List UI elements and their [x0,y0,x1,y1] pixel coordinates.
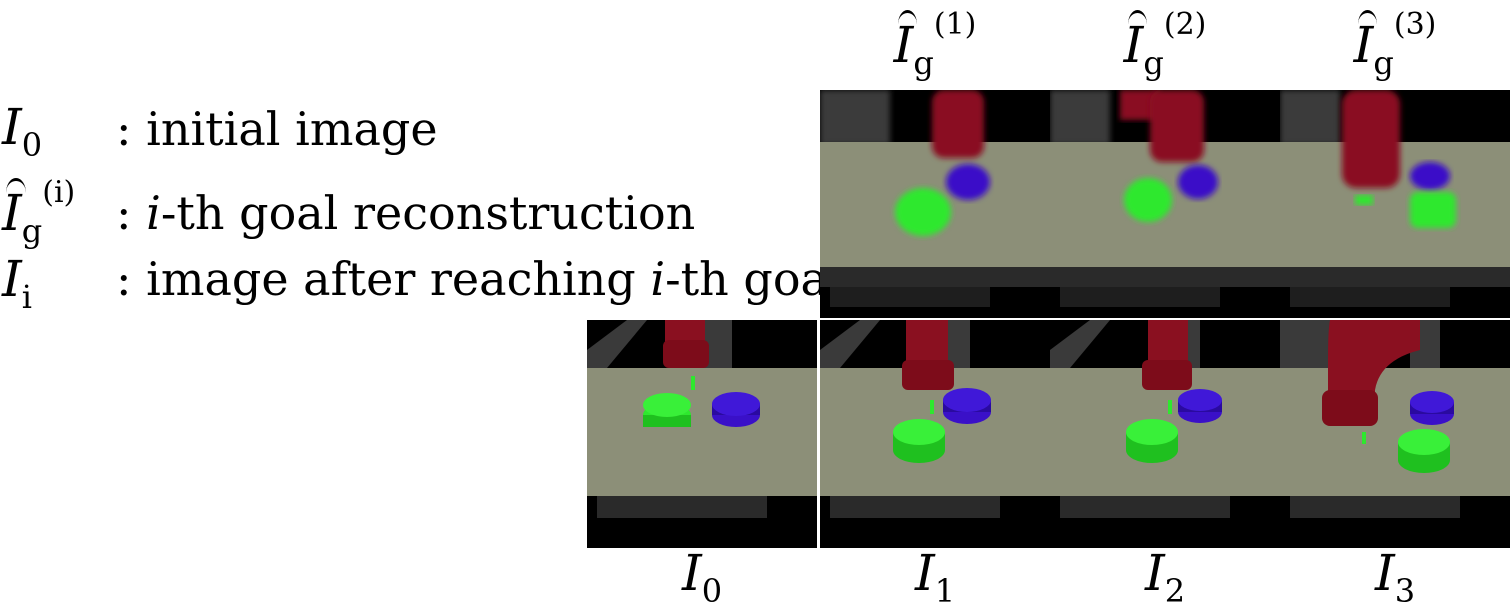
goal-reconstruction-1-image [820,90,1050,318]
label-goal-3: Ig(3) [1353,7,1437,82]
legend-symbol-initial: I0 [2,98,43,164]
label-goal-1: Ig(1) [893,7,977,82]
goal-reconstruction-3-image [1280,90,1510,318]
label-after-goal-1: I1 [914,544,956,610]
image-after-goal-1 [820,320,1050,548]
goal-reconstruction-2-image [1050,90,1280,318]
image-after-goal-3 [1280,320,1510,548]
legend-desc-after-goal: : image after reaching i-th goal [116,252,843,306]
label-initial: I0 [681,544,723,610]
legend-symbol-goal-reconstruction: Ig(i) [2,175,76,250]
label-goal-2: Ig(2) [1123,7,1207,82]
legend-desc-goal-reconstruction: : i-th goal reconstruction [116,186,696,240]
legend-desc-initial: : initial image [116,102,438,156]
image-after-goal-2 [1050,320,1280,548]
legend-symbol-after-goal: Ii [2,250,32,316]
label-after-goal-2: I2 [1144,544,1186,610]
image-initial [587,320,817,548]
label-after-goal-3: I3 [1374,544,1416,610]
